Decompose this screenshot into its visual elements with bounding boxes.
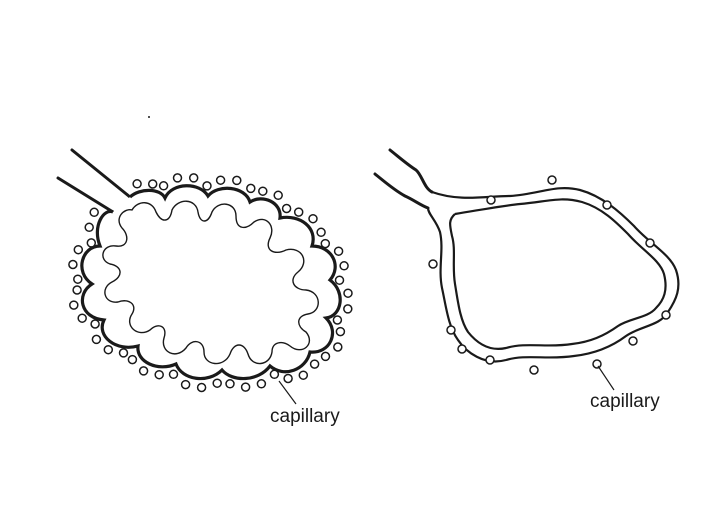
capillary-cell	[298, 370, 309, 380]
capillary-cell	[90, 319, 100, 329]
right-capillary-cells	[428, 175, 671, 375]
capillary-cell	[316, 227, 326, 238]
capillary-cell	[86, 238, 97, 248]
right-alveolus	[373, 148, 680, 391]
capillary-cell	[127, 354, 138, 365]
capillary-cell	[103, 344, 114, 355]
capillary-cell	[180, 379, 191, 390]
capillary-cell	[69, 300, 79, 310]
capillary-cell	[661, 310, 671, 320]
capillary-cell	[529, 365, 539, 375]
capillary-cell	[72, 285, 82, 295]
capillary-cell	[457, 344, 467, 354]
right-capillary-pointer	[597, 365, 615, 391]
capillary-cell	[256, 379, 267, 389]
capillary-cell	[132, 179, 142, 189]
capillary-cell	[645, 238, 655, 248]
capillary-cell	[202, 181, 212, 191]
capillary-cell	[215, 175, 226, 185]
capillary-cell	[196, 382, 207, 393]
capillary-cell	[89, 207, 99, 218]
right-inner-wall	[449, 198, 667, 350]
capillary-cell	[320, 351, 331, 362]
left-airway	[56, 148, 132, 214]
capillary-cell	[188, 173, 199, 183]
left-capillary-cells	[68, 173, 353, 393]
left-capillary-label: capillary	[270, 406, 340, 427]
capillary-cell	[446, 325, 456, 335]
left-inner-wall	[102, 200, 319, 365]
capillary-cell	[333, 342, 343, 352]
capillary-cell	[343, 304, 353, 314]
capillary-cell	[73, 274, 83, 284]
capillary-cell	[485, 355, 495, 365]
right-airway	[373, 148, 434, 210]
capillary-cell	[343, 288, 353, 298]
capillary-cell	[293, 207, 304, 217]
right-outer-wall	[426, 187, 680, 363]
capillary-cell	[232, 175, 242, 186]
capillary-cell	[246, 183, 256, 194]
capillary-cell	[68, 259, 78, 270]
capillary-cell	[334, 275, 345, 285]
left-alveolus	[56, 148, 353, 405]
capillary-cell	[269, 369, 280, 380]
capillary-cell	[158, 181, 169, 191]
capillary-cell	[547, 175, 557, 185]
capillary-cell	[283, 373, 293, 384]
capillary-cell	[84, 222, 94, 233]
capillary-cell	[77, 313, 87, 323]
capillary-cell	[240, 382, 251, 392]
stray-dot	[148, 116, 150, 118]
capillary-cell	[73, 244, 84, 255]
capillary-cell	[592, 359, 602, 369]
capillary-cell	[168, 369, 179, 380]
capillary-cell	[332, 315, 343, 325]
capillary-cell	[281, 203, 292, 214]
capillary-cell	[154, 369, 164, 380]
left-capillary-pointer	[278, 380, 297, 405]
capillary-cell	[138, 366, 149, 376]
capillary-cell	[628, 336, 638, 346]
capillary-cell	[258, 186, 268, 196]
capillary-cell	[339, 261, 349, 271]
capillary-cell	[308, 213, 318, 224]
capillary-cell	[273, 190, 283, 201]
capillary-cell	[118, 348, 129, 358]
right-capillary-label: capillary	[590, 391, 660, 412]
capillary-cell	[309, 359, 320, 369]
capillary-cell	[320, 238, 331, 249]
capillary-cell	[335, 326, 346, 337]
capillary-cell	[225, 379, 235, 389]
capillary-cell	[428, 259, 438, 269]
capillary-cell	[147, 179, 158, 189]
capillary-cell	[172, 173, 183, 183]
capillary-cell	[486, 195, 496, 205]
capillary-cell	[602, 200, 612, 210]
capillary-cell	[212, 378, 222, 388]
capillary-cell	[333, 246, 344, 256]
capillary-cell	[91, 334, 102, 345]
